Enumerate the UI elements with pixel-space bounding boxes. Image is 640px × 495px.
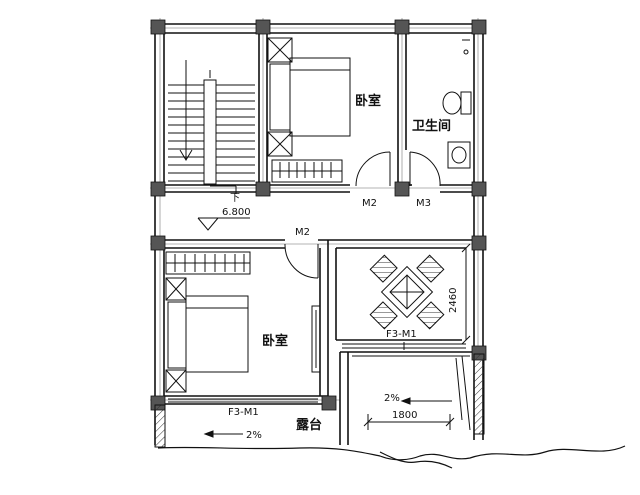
dining-table xyxy=(369,254,445,330)
upper-bedroom-label: 卧室 xyxy=(355,93,381,109)
stair-down-arrow xyxy=(210,185,237,194)
door-swing-m3 xyxy=(409,151,441,187)
parapet xyxy=(154,353,485,448)
door-swing-m2-upper xyxy=(355,151,391,187)
door-label-m3: M3 xyxy=(416,198,431,209)
dimension-horizontal xyxy=(363,414,455,430)
stair-down-label: 下 xyxy=(230,193,240,204)
terrace-label: 露台 xyxy=(296,417,322,433)
washbasin xyxy=(447,141,471,169)
slope-arrow-right xyxy=(400,397,452,405)
sliding-door-left xyxy=(168,398,318,403)
elevation-label: 6.800 xyxy=(222,207,251,218)
slope-left-label: 2% xyxy=(246,430,262,441)
lower-desk xyxy=(311,305,321,373)
toilet xyxy=(442,91,472,115)
sliding-door-right-label: F3-M1 xyxy=(386,329,417,340)
break-line xyxy=(157,445,626,469)
terrace-edge xyxy=(352,355,471,431)
dimension-horizontal-label: 1800 xyxy=(392,410,417,421)
sliding-door-left-label: F3-M1 xyxy=(228,407,259,418)
bathroom-label: 卫生间 xyxy=(412,118,451,134)
dimension-vertical xyxy=(461,243,471,345)
door-label-m2-lower: M2 xyxy=(295,227,310,238)
lower-bed xyxy=(165,277,249,393)
door-label-m2-upper: M2 xyxy=(362,198,377,209)
axis-grid xyxy=(150,18,486,405)
lower-bedroom-label: 卧室 xyxy=(262,333,288,349)
slope-right-label: 2% xyxy=(384,393,400,404)
sliding-door-right xyxy=(342,342,466,350)
elevation-marker xyxy=(197,217,250,231)
walls xyxy=(154,23,484,445)
shower xyxy=(462,39,470,55)
upper-bed xyxy=(267,37,351,157)
door-swing-m2-lower xyxy=(284,243,319,279)
columns xyxy=(150,19,487,411)
slope-arrow-left xyxy=(203,430,243,438)
dimension-vertical-label: 2460 xyxy=(448,288,459,313)
upper-wardrobe xyxy=(271,159,343,183)
staircase xyxy=(168,60,255,185)
lower-wardrobe xyxy=(165,251,251,275)
